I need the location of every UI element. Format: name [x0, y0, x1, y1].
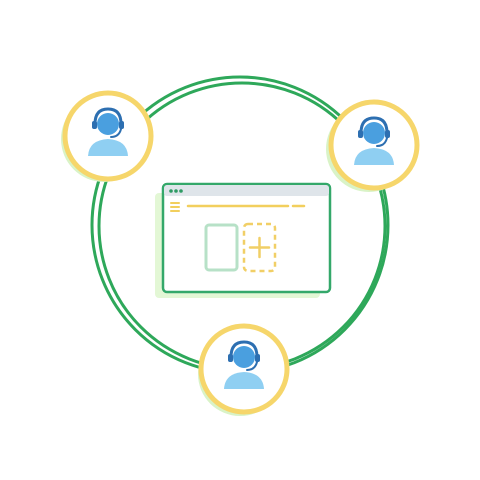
- avatar-ring: [198, 323, 290, 415]
- headset-left-ear-icon: [228, 354, 233, 362]
- headset-icon: [229, 340, 259, 359]
- agent-avatar-top-right: [326, 99, 420, 192]
- headset-icon: [93, 107, 123, 126]
- person-body: [224, 372, 264, 389]
- window-dot-1: [169, 189, 173, 193]
- headset-right-ear-icon: [119, 121, 124, 129]
- agent-avatar-bottom: [198, 323, 290, 416]
- window-dot-3: [179, 189, 183, 193]
- avatar-ring: [328, 99, 420, 191]
- headset-right-ear-icon: [385, 130, 390, 138]
- microphone-icon: [246, 361, 258, 371]
- microphone-icon: [376, 137, 388, 147]
- headset-right-ear-icon: [255, 354, 260, 362]
- headset-left-ear-icon: [358, 130, 363, 138]
- menu-icon: [170, 202, 180, 212]
- avatar-ring: [62, 90, 154, 182]
- person-head: [97, 113, 119, 135]
- person-head: [233, 346, 255, 368]
- headset-left-ear-icon: [92, 121, 97, 129]
- person-body: [354, 148, 394, 165]
- window-dot-2: [174, 189, 178, 193]
- person-body: [88, 139, 128, 156]
- person-head: [363, 122, 385, 144]
- content-card: [204, 223, 239, 272]
- add-card: [242, 222, 277, 273]
- app-window: [161, 182, 332, 294]
- headset-icon: [359, 116, 389, 135]
- agent-avatar-top-left: [61, 90, 154, 182]
- window-titlebar: [164, 185, 329, 196]
- microphone-icon: [110, 128, 122, 138]
